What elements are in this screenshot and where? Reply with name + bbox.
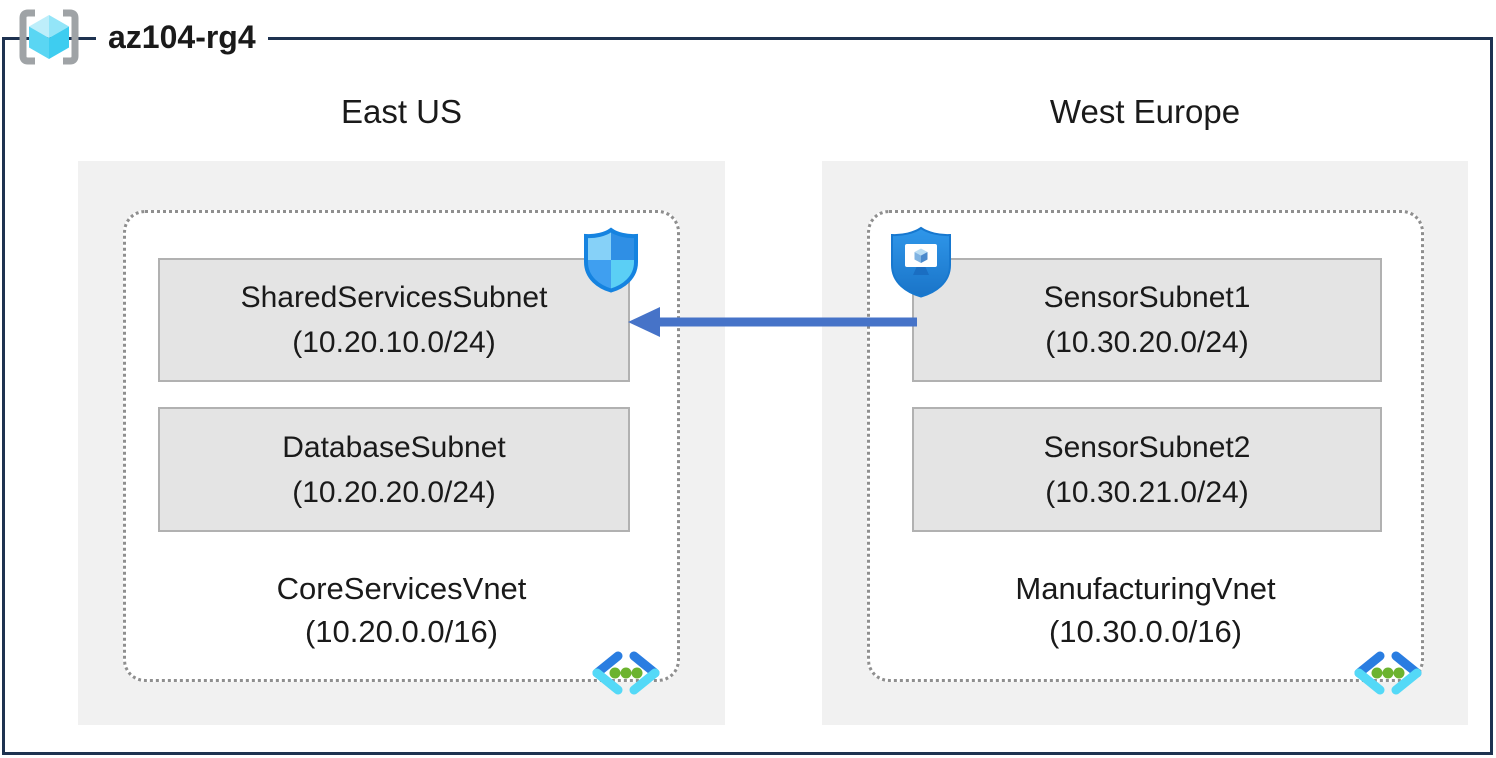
subnet-sensorsubnet2: SensorSubnet2 (10.30.21.0/24) xyxy=(912,407,1382,532)
subnet-cidr: (10.30.21.0/24) xyxy=(1045,475,1249,509)
region-label-west-europe: West Europe xyxy=(1049,93,1241,130)
resource-group-header: az104-rg4 xyxy=(14,6,268,68)
virtual-network-icon xyxy=(1354,651,1422,695)
vnet-cidr: (10.20.0.0/16) xyxy=(304,614,499,649)
vnet-name: ManufacturingVnet xyxy=(1015,571,1276,606)
virtual-network-icon xyxy=(592,651,660,695)
subnet-name: SensorSubnet1 xyxy=(1043,281,1251,314)
vnet-name: CoreServicesVnet xyxy=(276,571,527,606)
connection-arrow xyxy=(628,307,917,337)
vnet-label-coreservicesvnet: CoreServicesVnet (10.20.0.0/16) xyxy=(123,567,680,653)
subnet-name: SensorSubnet2 xyxy=(1043,430,1251,464)
vnet-label-manufacturingvnet: ManufacturingVnet (10.30.0.0/16) xyxy=(867,567,1424,653)
subnet-cidr: (10.30.20.0/24) xyxy=(1045,326,1249,359)
nsg-shield-icon xyxy=(584,227,638,293)
bastion-icon xyxy=(891,226,951,298)
subnet-databasesubnet: DatabaseSubnet (10.20.20.0/24) xyxy=(158,407,630,532)
region-label-east-us: East US xyxy=(340,93,463,130)
subnet-name: SharedServicesSubnet xyxy=(240,281,548,314)
subnet-sharedservicessubnet: SharedServicesSubnet (10.20.10.0/24) xyxy=(158,258,630,382)
subnet-cidr: (10.20.20.0/24) xyxy=(292,475,496,509)
subnet-cidr: (10.20.10.0/24) xyxy=(292,326,496,359)
resource-group-icon xyxy=(19,9,79,65)
resource-group-frame xyxy=(2,37,1493,755)
vnet-cidr: (10.30.0.0/16) xyxy=(1048,614,1243,649)
subnet-name: DatabaseSubnet xyxy=(282,430,506,464)
subnet-sensorsubnet1: SensorSubnet1 (10.30.20.0/24) xyxy=(912,258,1382,382)
resource-group-title: az104-rg4 xyxy=(96,16,268,58)
